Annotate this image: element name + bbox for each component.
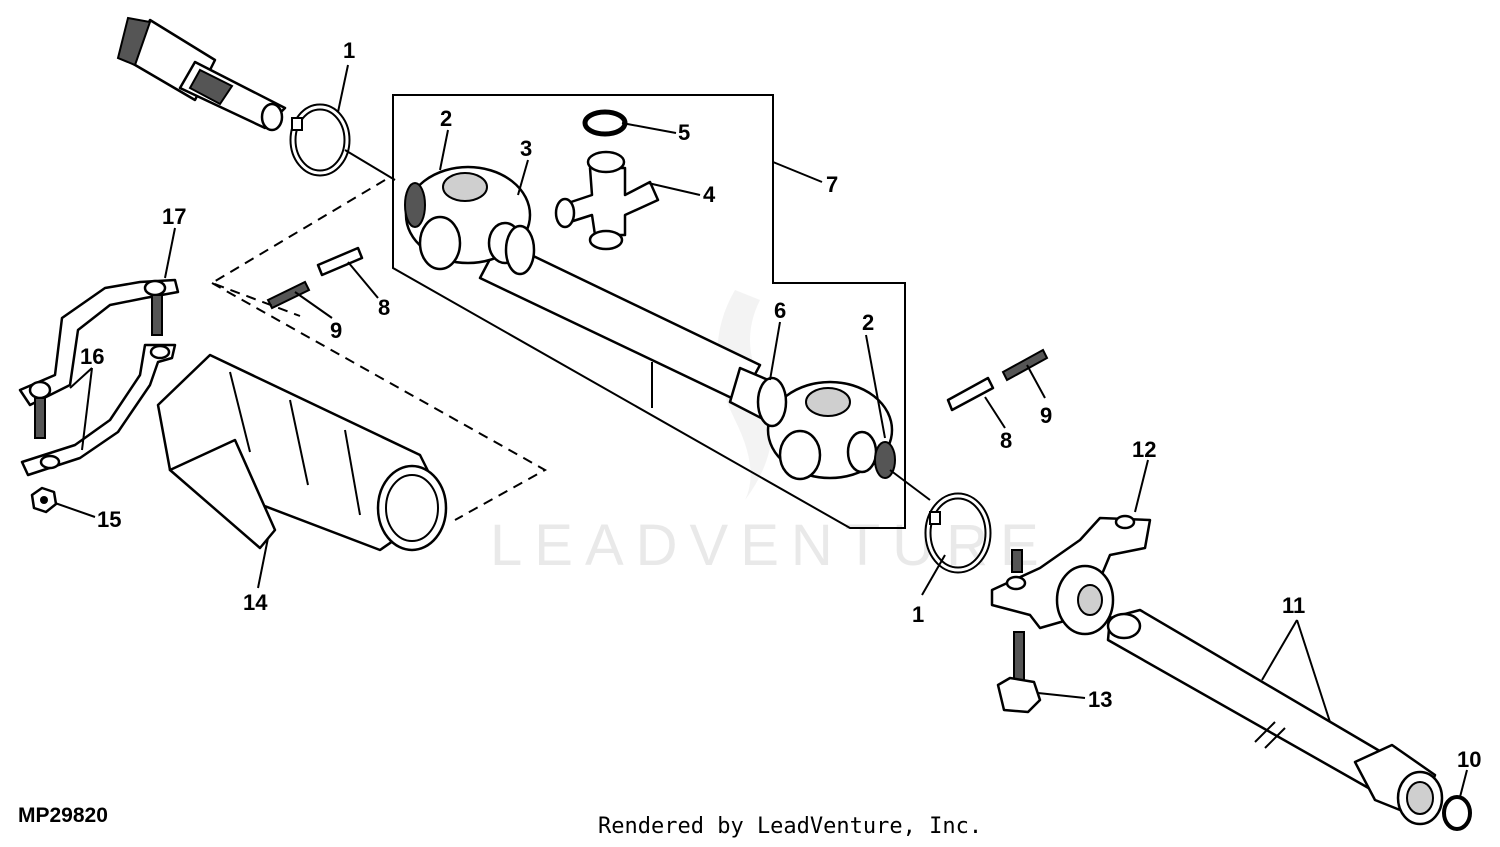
callout-7: 7 bbox=[826, 172, 838, 197]
callout-8-left: 8 bbox=[378, 295, 390, 320]
callout-5: 5 bbox=[678, 120, 690, 145]
callout-1-lower: 1 bbox=[912, 602, 924, 627]
render-credit: Rendered by LeadVenture, Inc. bbox=[598, 814, 982, 839]
assembly-outline bbox=[392, 94, 906, 529]
shield-dashed-outline bbox=[209, 179, 548, 521]
callout-12: 12 bbox=[1132, 437, 1156, 462]
callout-8-right: 8 bbox=[1000, 428, 1012, 453]
upper-strap-bracket bbox=[18, 278, 180, 407]
callout-1-top: 1 bbox=[343, 38, 355, 63]
leader-lines bbox=[54, 64, 1468, 798]
callout-16: 16 bbox=[80, 344, 104, 369]
centerline-upper bbox=[344, 149, 396, 181]
callout-2-right: 2 bbox=[862, 310, 874, 335]
roll-pin-left bbox=[316, 246, 364, 277]
callout-15: 15 bbox=[97, 507, 121, 532]
spring-pin-right bbox=[1001, 348, 1049, 382]
callout-17: 17 bbox=[162, 204, 186, 229]
callout-13: 13 bbox=[1088, 687, 1112, 712]
drive-shield bbox=[156, 353, 448, 552]
roll-pin-right bbox=[946, 376, 995, 412]
callout-3: 3 bbox=[520, 136, 532, 161]
lower-strap-bracket bbox=[20, 343, 177, 477]
callouts: 1 2 3 5 4 7 6 2 8 9 8 9 1 12 13 11 10 17… bbox=[80, 38, 1481, 772]
housing-bolt bbox=[996, 549, 1042, 714]
callout-10: 10 bbox=[1457, 747, 1481, 772]
snap-ring-top bbox=[289, 103, 351, 177]
o-ring bbox=[1442, 795, 1472, 831]
callout-2-left: 2 bbox=[440, 106, 452, 131]
bearing-cap-ring bbox=[582, 109, 628, 137]
spring-pin-left bbox=[266, 280, 311, 310]
cross-spider bbox=[554, 150, 660, 251]
bracket-bolts bbox=[34, 294, 163, 439]
callout-14: 14 bbox=[243, 590, 268, 615]
callout-11: 11 bbox=[1282, 593, 1305, 618]
callout-4: 4 bbox=[703, 182, 716, 207]
bearing-housing bbox=[990, 514, 1152, 636]
hex-nut bbox=[30, 486, 58, 514]
snap-ring-lower bbox=[924, 492, 992, 574]
gearbox-output-shaft bbox=[116, 16, 287, 132]
figure-id: MP29820 bbox=[18, 804, 108, 827]
centerline-lower bbox=[889, 469, 931, 501]
output-shaft bbox=[1106, 608, 1444, 826]
callout-9-right: 9 bbox=[1040, 403, 1052, 428]
u-joint-left bbox=[404, 165, 536, 276]
callout-9-left: 9 bbox=[330, 318, 342, 343]
callout-6: 6 bbox=[774, 298, 786, 323]
u-joint-right bbox=[756, 376, 896, 481]
